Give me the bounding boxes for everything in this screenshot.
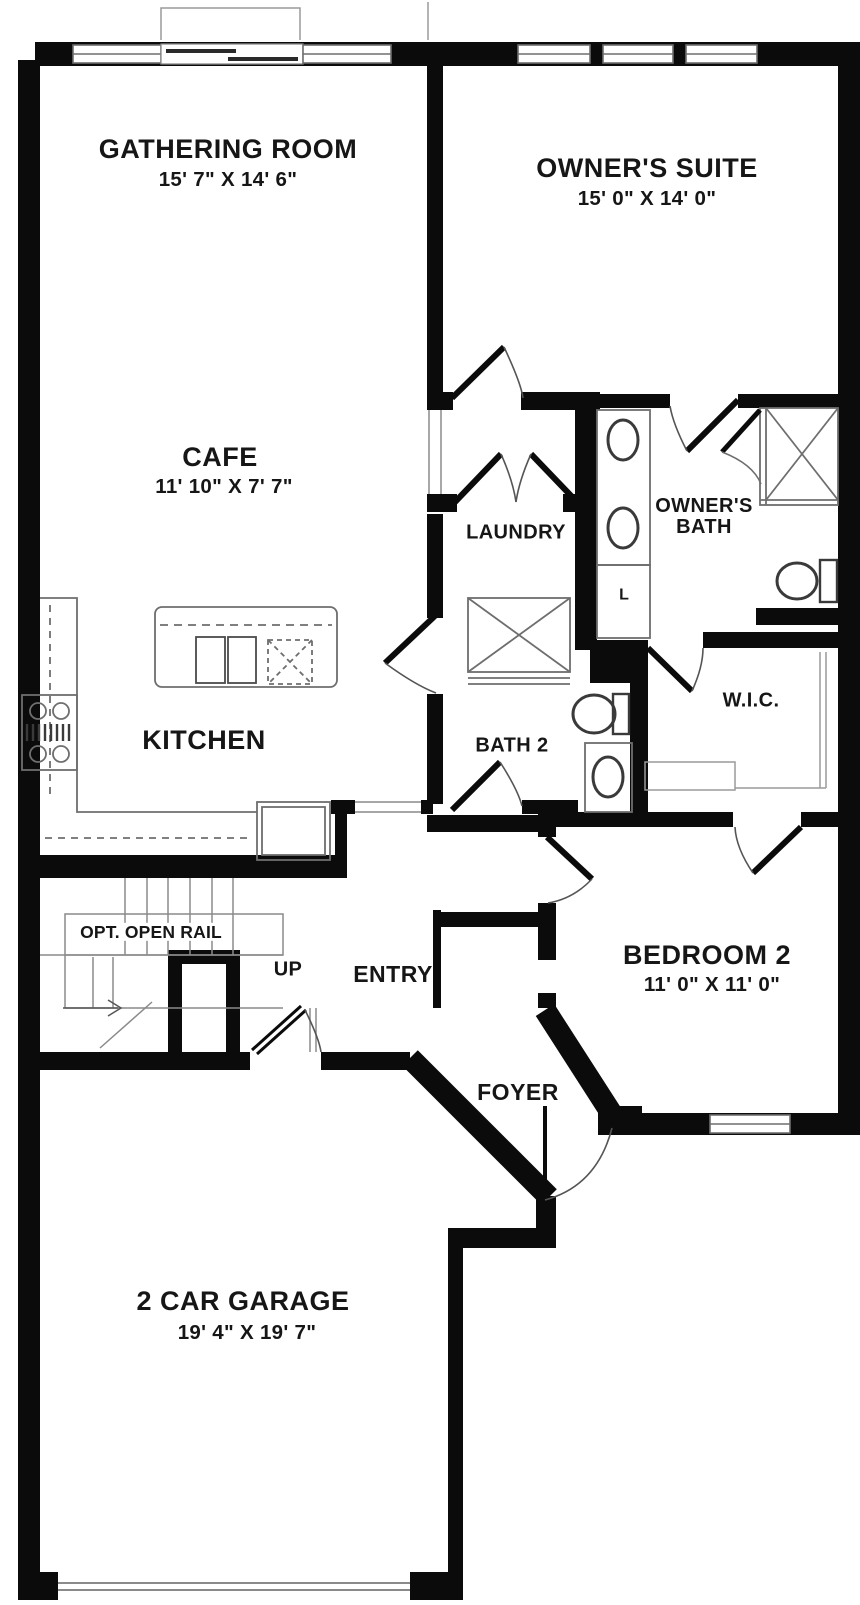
toilet-icon	[571, 692, 631, 736]
window	[709, 1114, 791, 1134]
owners-bath-door	[669, 397, 741, 454]
staircase	[40, 878, 317, 1052]
room-dims-gathering-room: 15' 7" X 14' 6"	[158, 168, 298, 192]
front-door	[543, 1106, 613, 1201]
owners-suite-door	[449, 344, 524, 401]
room-label-cafe: CAFE	[182, 441, 258, 472]
toilet-icon	[775, 558, 839, 604]
understair-line	[99, 1001, 153, 1049]
room-label-laundry: LAUNDRY	[466, 521, 566, 544]
doors	[250, 344, 804, 1201]
refrigerator-icon	[256, 801, 331, 861]
island-sink-icon	[267, 639, 313, 685]
entry-kitchen-door	[449, 759, 523, 813]
kitchen-fixtures	[21, 597, 338, 861]
bath2-shower	[467, 597, 571, 685]
sliding-glass-door	[160, 43, 304, 65]
cased-opening	[355, 801, 421, 813]
double-vanity	[596, 409, 651, 566]
window	[517, 44, 591, 64]
kitchen-counter	[40, 597, 257, 839]
room-label-bath2: BATH 2	[475, 734, 549, 757]
wic-shelves	[644, 652, 827, 791]
bedroom2-hall-door	[544, 834, 595, 904]
owners-shower	[720, 407, 839, 506]
room-label-entry: ENTRY	[353, 960, 433, 987]
kitchen-island	[154, 606, 338, 688]
sink-icon	[606, 418, 640, 462]
linen-closet	[596, 564, 651, 639]
patio-line	[160, 2, 429, 40]
wic-door	[645, 645, 704, 694]
windows	[58, 2, 791, 1600]
range-hatch	[25, 724, 71, 741]
room-label-wic: W.I.C.	[722, 689, 780, 712]
stair-label-opt-open-rail: OPT. OPEN RAIL	[77, 922, 225, 941]
window	[302, 44, 392, 64]
window	[72, 44, 162, 64]
room-label-linen: L	[619, 586, 629, 604]
room-label-gathering-room: GATHERING ROOM	[98, 133, 358, 164]
room-label-garage: 2 CAR GARAGE	[136, 1285, 350, 1316]
interior-walls	[22, 66, 838, 1070]
window	[685, 44, 758, 64]
room-label-kitchen: KITCHEN	[142, 724, 266, 755]
garage-entry-door	[250, 1004, 322, 1056]
sink-icon	[591, 755, 625, 799]
stair-direction-arrow	[63, 999, 123, 1017]
room-label-bedroom2: BEDROOM 2	[622, 939, 792, 970]
room-label-foyer: FOYER	[477, 1078, 559, 1105]
room-dims-bedroom2: 11' 0" X 11' 0"	[643, 973, 781, 997]
open-rail	[40, 913, 284, 1009]
bath2-fixtures	[467, 597, 633, 813]
room-dims-owners-suite: 15' 0" X 14' 0"	[577, 187, 717, 211]
window	[602, 44, 674, 64]
stair-treads	[92, 878, 234, 1008]
stair-label-up: UP	[270, 959, 306, 981]
foyer-angled-walls	[402, 1004, 627, 1205]
bath2-vanity	[584, 742, 633, 813]
cased-opening	[428, 410, 442, 494]
laundry-bifold-doors	[452, 451, 580, 505]
stove-icon	[21, 694, 78, 771]
room-label-owners-bath: OWNER'S BATH	[655, 495, 753, 538]
cased-openings	[355, 410, 442, 813]
sink-icon	[606, 506, 640, 550]
garage-door	[58, 1572, 410, 1600]
room-label-owners-suite: OWNER'S SUITE	[536, 152, 758, 183]
kitchen-hall-door	[382, 611, 440, 694]
owners-bath-fixtures	[596, 407, 839, 639]
shower-door	[720, 408, 762, 454]
wic-bedroom2-door	[734, 824, 804, 876]
room-dims-garage: 19' 4" X 19' 7"	[177, 1321, 317, 1345]
room-dims-cafe: 11' 10" X 7' 7"	[155, 475, 293, 499]
